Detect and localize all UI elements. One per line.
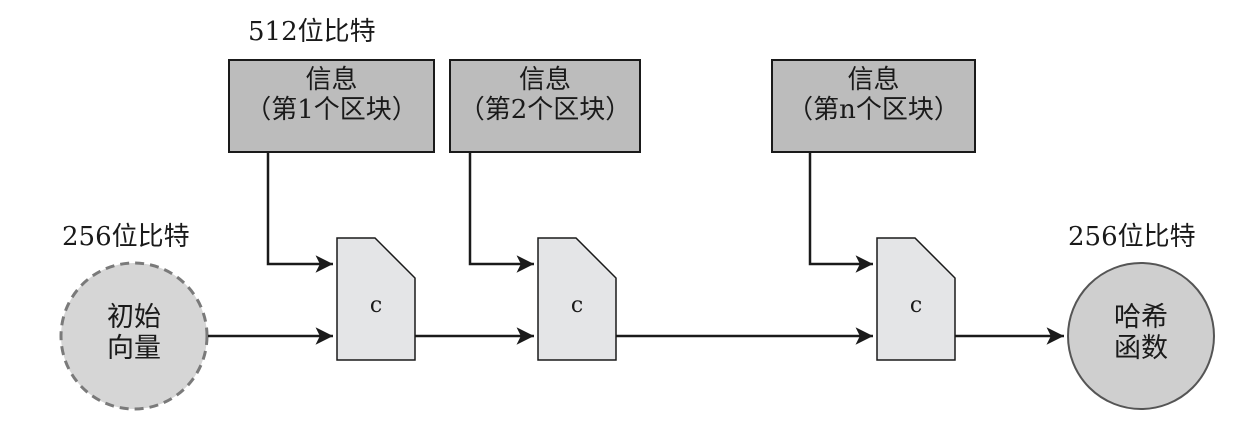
hash-output-line2: 函数 <box>1114 333 1168 365</box>
message-block-n-box <box>771 59 976 153</box>
compression-function-2 <box>537 237 617 361</box>
initial-vector-text: 初始 向量 <box>84 302 184 364</box>
message-block-1-title: 信息 <box>305 65 358 95</box>
compression-function-n-label: c <box>909 293 923 318</box>
compression-function-1-label: c <box>369 293 383 318</box>
message-block-n-subtitle: （第n个区块） <box>787 94 960 125</box>
arrow-blockn-to-cn <box>808 153 873 273</box>
message-block-2-box <box>449 59 641 153</box>
iv-size-label: 256位比特 <box>62 222 190 252</box>
message-block-1-subtitle: （第1个区块） <box>245 94 418 125</box>
hash-output-line1: 哈希 <box>1114 302 1168 333</box>
message-block-n-title: 信息 <box>847 65 900 95</box>
compression-function-2-label: c <box>570 293 584 318</box>
compression-function-1 <box>336 237 416 361</box>
hash-output-text: 哈希 函数 <box>1091 302 1191 364</box>
message-block-2-text: 信息 （第2个区块） <box>450 65 640 126</box>
message-block-1-text: 信息 （第1个区块） <box>229 65 434 126</box>
compression-function-n <box>876 237 956 361</box>
message-block-2-title: 信息 <box>518 65 571 95</box>
initial-vector-line1: 初始 <box>107 302 161 333</box>
message-block-1-box <box>228 59 435 153</box>
arrow-block1-to-c1 <box>266 153 333 273</box>
hash-size-label: 256位比特 <box>1068 222 1196 252</box>
initial-vector-circle <box>59 261 209 411</box>
arrow-block2-to-c2 <box>468 153 534 273</box>
block-size-label: 512位比特 <box>248 17 376 47</box>
message-block-2-subtitle: （第2个区块） <box>458 94 632 125</box>
message-block-n-text: 信息 （第n个区块） <box>772 65 975 126</box>
initial-vector-line2: 向量 <box>107 333 161 365</box>
hash-output-circle <box>1067 262 1215 410</box>
